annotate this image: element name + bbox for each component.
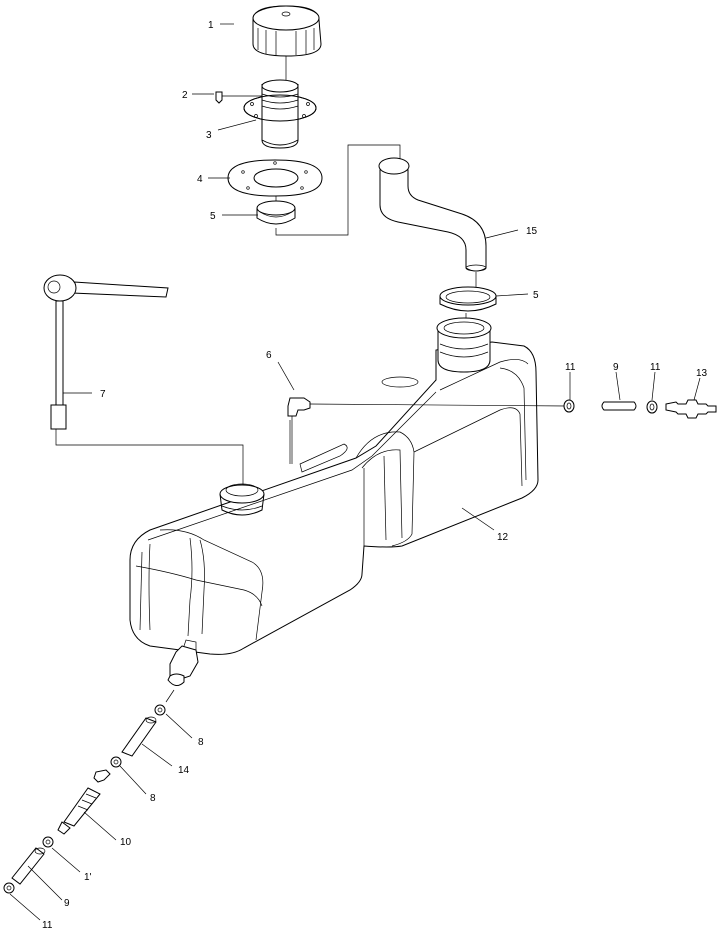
vent-fitting xyxy=(215,91,262,104)
filler-neck-flange xyxy=(243,79,317,149)
fuel-tank xyxy=(129,341,539,655)
callout-14: 14 xyxy=(178,765,190,776)
elbow-fitting xyxy=(287,397,567,464)
callout-9-lower: 9 xyxy=(64,898,70,909)
callout-11-lower-b: 11 xyxy=(42,920,53,930)
callout-12: 12 xyxy=(497,532,509,543)
callout-10: 10 xyxy=(120,837,132,848)
callout-11-lower-a: 1' xyxy=(84,872,92,883)
callout-9-right: 9 xyxy=(613,362,619,373)
fuel-gauge-sender xyxy=(43,274,169,430)
callout-3: 3 xyxy=(206,130,212,141)
fuel-cap xyxy=(252,5,322,57)
fuel-line-right xyxy=(563,399,717,419)
callout-11-right-a: 11 xyxy=(565,362,576,373)
callout-13: 13 xyxy=(696,368,708,379)
leader-line xyxy=(55,429,244,485)
hose-clamp xyxy=(439,286,497,312)
callout-6: 6 xyxy=(266,350,272,361)
callout-1: 1 xyxy=(208,20,214,31)
callout-2: 2 xyxy=(182,90,188,101)
leader-lines xyxy=(9,23,701,921)
callouts: 1 2 3 4 5 15 5 7 6 11 9 11 13 12 8 14 8 … xyxy=(42,20,708,930)
callout-5-upper: 5 xyxy=(210,211,216,222)
callout-8-lower: 8 xyxy=(150,793,156,804)
filler-hose xyxy=(378,157,487,272)
gasket xyxy=(227,159,323,197)
callout-7: 7 xyxy=(100,389,106,400)
callout-5-lower: 5 xyxy=(533,290,539,301)
callout-4: 4 xyxy=(197,174,203,185)
callout-8-upper: 8 xyxy=(198,737,204,748)
tank-filler-neck xyxy=(436,317,492,373)
hose-clamp xyxy=(256,200,296,225)
pickup-fitting xyxy=(167,639,199,686)
callout-11-right-b: 11 xyxy=(650,362,661,373)
leader-line xyxy=(275,144,401,236)
fuel-line-lower xyxy=(3,704,166,894)
callout-15: 15 xyxy=(526,226,538,237)
